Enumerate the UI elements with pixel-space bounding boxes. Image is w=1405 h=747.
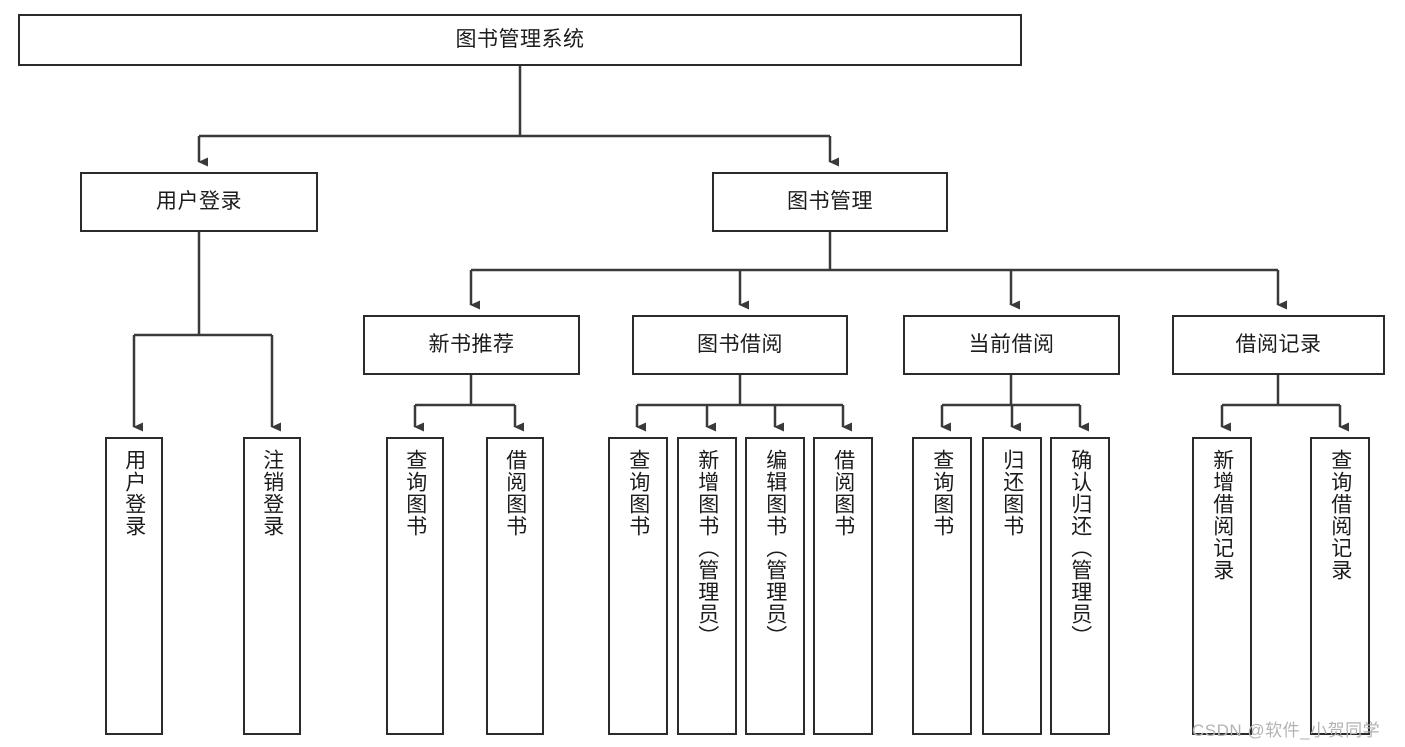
node-login[interactable]: 用户登录	[80, 172, 318, 232]
node-leaf-login[interactable]: 用户登录	[105, 437, 163, 735]
node-current[interactable]: 当前借阅	[903, 315, 1120, 375]
node-label-login: 用户登录	[156, 190, 242, 214]
node-leaf-cb-confirm[interactable]: 确认归还（管理员）	[1050, 437, 1110, 735]
node-leaf-bk-edit[interactable]: 编辑图书（管理员）	[745, 437, 805, 735]
node-borrow[interactable]: 图书借阅	[632, 315, 848, 375]
node-label-leaf-bk-query: 查询图书	[626, 449, 650, 537]
node-label-root: 图书管理系统	[455, 28, 585, 52]
node-leaf-bk-borrow[interactable]: 借阅图书	[813, 437, 873, 735]
node-records[interactable]: 借阅记录	[1172, 315, 1385, 375]
node-label-leaf-login: 用户登录	[122, 449, 146, 537]
node-leaf-cb-query[interactable]: 查询图书	[912, 437, 972, 735]
node-label-newrec: 新书推荐	[428, 333, 515, 357]
node-label-leaf-nr-borrow: 借阅图书	[503, 449, 527, 537]
node-leaf-rc-add[interactable]: 新增借阅记录	[1192, 437, 1252, 735]
node-root[interactable]: 图书管理系统	[18, 14, 1022, 66]
node-label-leaf-bk-borrow: 借阅图书	[831, 449, 855, 537]
node-label-borrow: 图书借阅	[697, 333, 783, 357]
node-leaf-bk-query[interactable]: 查询图书	[608, 437, 668, 735]
node-leaf-rc-query[interactable]: 查询借阅记录	[1310, 437, 1370, 735]
node-label-leaf-bk-edit: 编辑图书（管理员）	[763, 449, 787, 647]
node-label-leaf-logout: 注销登录	[260, 449, 284, 537]
node-label-records: 借阅记录	[1235, 333, 1322, 357]
node-label-bookmgmt: 图书管理	[787, 190, 873, 214]
node-label-leaf-cb-query: 查询图书	[930, 449, 954, 537]
node-bookmgmt[interactable]: 图书管理	[712, 172, 948, 232]
node-label-leaf-rc-query: 查询借阅记录	[1328, 449, 1352, 581]
node-leaf-nr-query[interactable]: 查询图书	[386, 437, 444, 735]
node-newrec[interactable]: 新书推荐	[363, 315, 580, 375]
node-label-leaf-cb-return: 归还图书	[1000, 449, 1024, 537]
node-leaf-logout[interactable]: 注销登录	[243, 437, 301, 735]
node-label-current: 当前借阅	[968, 333, 1055, 357]
node-leaf-bk-add[interactable]: 新增图书（管理员）	[677, 437, 737, 735]
connector-lines	[132, 66, 1349, 432]
node-label-leaf-bk-add: 新增图书（管理员）	[695, 449, 719, 647]
node-label-leaf-nr-query: 查询图书	[403, 449, 427, 537]
node-label-leaf-rc-add: 新增借阅记录	[1210, 449, 1234, 581]
node-leaf-nr-borrow[interactable]: 借阅图书	[486, 437, 544, 735]
node-label-leaf-cb-confirm: 确认归还（管理员）	[1068, 449, 1092, 647]
node-leaf-cb-return[interactable]: 归还图书	[982, 437, 1042, 735]
